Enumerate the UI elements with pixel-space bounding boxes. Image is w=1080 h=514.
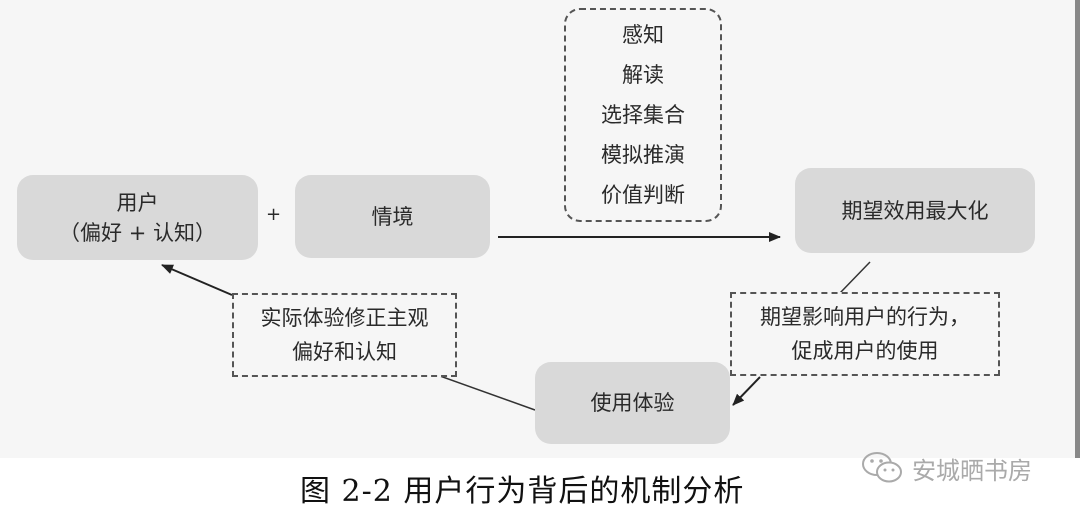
- influence-line: 促成用户的使用: [791, 339, 939, 363]
- node-expect: 期望效用最大化: [795, 168, 1035, 253]
- arrow-influence-to-use: [732, 376, 761, 406]
- process-step: 解读: [622, 63, 664, 87]
- node-expect-label: 期望效用最大化: [841, 198, 989, 223]
- right-edge: [1075, 0, 1080, 458]
- node-user-title: 用户: [116, 190, 159, 215]
- diagram-canvas: 用户 （偏好 + 认知） + 情境 感知 解读 选择集合 模拟推演 价值判断 期…: [17, 8, 1035, 444]
- line-use-to-correct: [439, 375, 536, 411]
- node-influence: 期望影响用户的行为， 促成用户的使用: [730, 292, 1000, 376]
- node-use-label: 使用体验: [590, 391, 675, 415]
- process-step: 感知: [622, 23, 664, 47]
- connectors: [161, 232, 871, 411]
- line-expect-to-influence: [839, 261, 871, 294]
- correct-line: 偏好和认知: [292, 340, 397, 364]
- plus-sign: +: [266, 204, 282, 225]
- process-step: 模拟推演: [601, 143, 685, 167]
- node-user: 用户 （偏好 + 认知）: [17, 175, 258, 260]
- node-context: 情境: [295, 175, 490, 258]
- watermark: 安城晒书房: [860, 450, 1032, 486]
- wechat-icon: [862, 452, 902, 483]
- process-step: 选择集合: [601, 103, 685, 127]
- influence-line: 期望影响用户的行为，: [760, 305, 970, 329]
- node-user-subtitle: （偏好 + 认知）: [59, 220, 216, 245]
- watermark-text: 安城晒书房: [912, 456, 1032, 485]
- process-step: 价值判断: [601, 183, 685, 207]
- node-process: 感知 解读 选择集合 模拟推演 价值判断: [564, 8, 722, 222]
- arrow-correct-to-user: [161, 264, 233, 296]
- node-correct: 实际体验修正主观 偏好和认知: [232, 293, 457, 377]
- node-context-label: 情境: [371, 204, 414, 229]
- figure-caption: 图 2-2 用户行为背后的机制分析: [300, 474, 745, 509]
- node-use: 使用体验: [535, 362, 730, 444]
- correct-line: 实际体验修正主观: [260, 306, 429, 330]
